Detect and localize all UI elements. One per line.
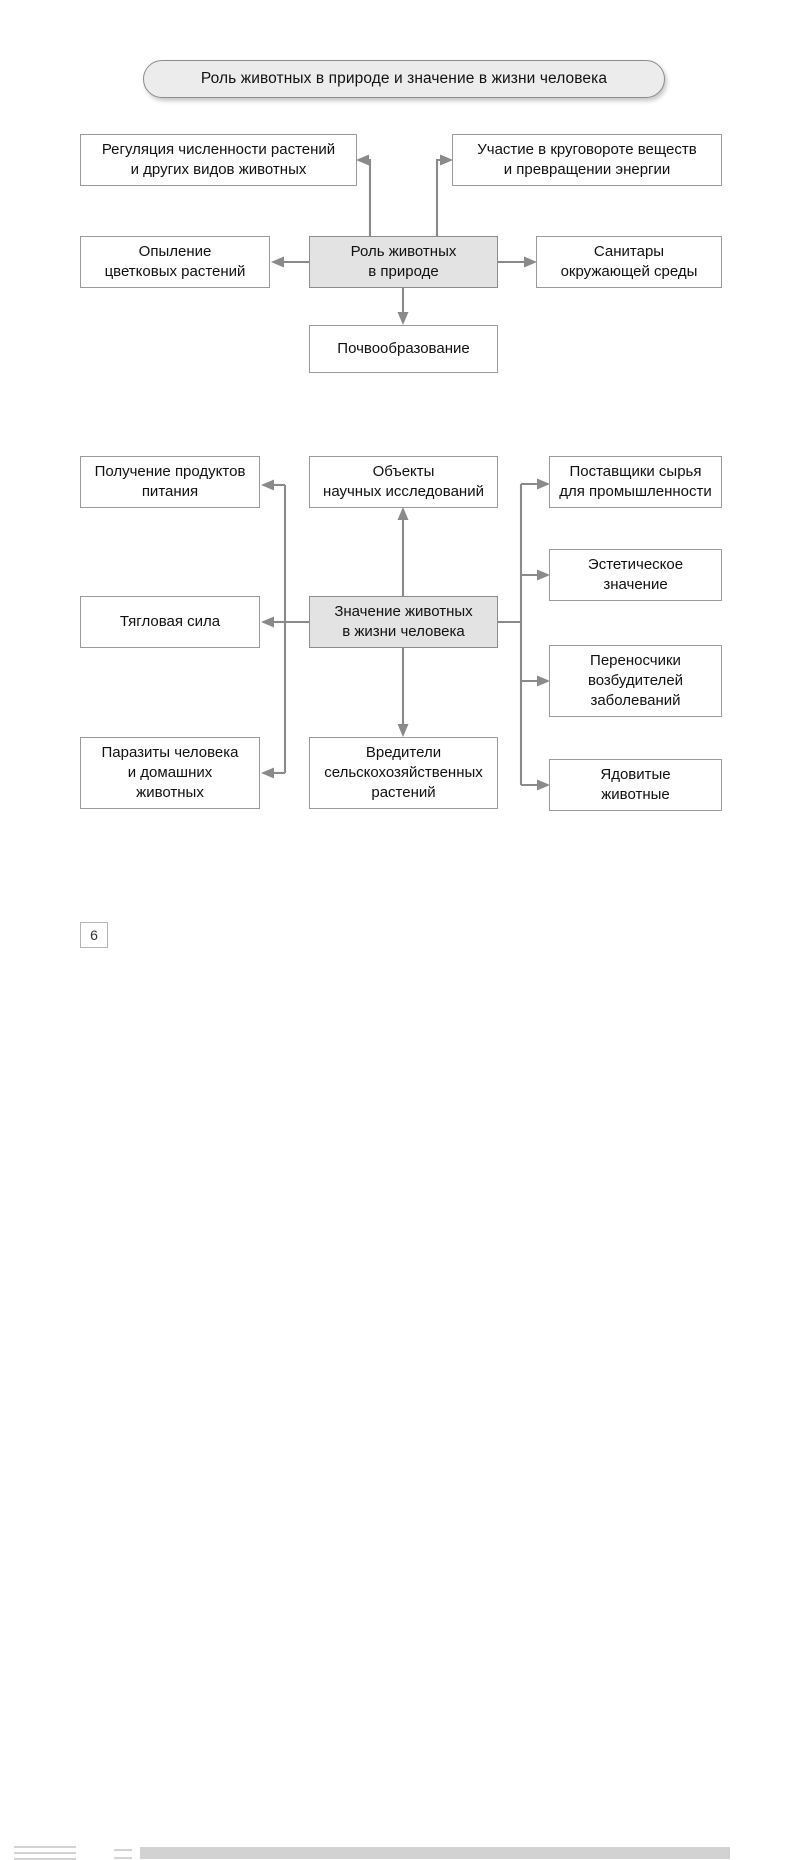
node-sanitation[interactable]: Санитары окружающей среды (536, 236, 722, 288)
node-parasites-line2: и домашних (127, 764, 213, 782)
node-disease-carriers-line3: заболеваний (590, 691, 681, 709)
node-center-role-line2: в природе (368, 263, 439, 280)
node-disease-carriers[interactable]: Переносчики возбудителей заболеваний (549, 645, 722, 717)
node-draft-power[interactable]: Тягловая сила (80, 596, 260, 648)
node-pollination[interactable]: Опыление цветковых растений (80, 236, 270, 288)
footer-bar (140, 1847, 730, 1859)
node-scientific-research-line2: научных исследований (323, 483, 484, 500)
node-disease-carriers-line2: возбудителей (587, 672, 684, 690)
page-title-text: Роль животных в природе и значение в жиз… (200, 70, 608, 87)
node-parasites-line1: Паразиты человека (101, 744, 239, 762)
node-venomous-animals-line1: Ядовитые (600, 766, 671, 784)
node-regulation-line1: Регуляция численности растений (101, 141, 336, 159)
node-parasites[interactable]: Паразиты человека и домашних животных (80, 737, 260, 809)
page-footer (0, 918, 786, 1860)
node-aesthetic-value-line1: Эстетическое (587, 556, 684, 574)
node-raw-materials[interactable]: Поставщики сырья для промышленности (549, 456, 722, 508)
node-food-production-line1: Получение продуктов (94, 463, 246, 481)
node-pollination-line2: цветковых растений (104, 263, 246, 280)
node-regulation[interactable]: Регуляция численности растений и других … (80, 134, 357, 186)
node-circulation-line2: и превращении энергии (503, 161, 671, 178)
page-number: 6 (80, 922, 108, 948)
node-aesthetic-value[interactable]: Эстетическое значение (549, 549, 722, 601)
page-number-text: 6 (90, 927, 98, 943)
node-soil-formation-line1: Почвообразование (337, 340, 470, 358)
node-crop-pests-line2: сельскохозяйственных (324, 764, 483, 782)
node-venomous-animals[interactable]: Ядовитые животные (549, 759, 722, 811)
page-title: Роль животных в природе и значение в жиз… (143, 60, 665, 98)
footer-tick-1 (114, 1849, 132, 1851)
node-parasites-line3: животных (136, 783, 204, 801)
node-regulation-line2: и других видов животных (130, 161, 307, 178)
node-raw-materials-line2: для промышленности (559, 483, 712, 500)
node-sanitation-line2: окружающей среды (560, 263, 698, 280)
node-circulation[interactable]: Участие в круговороте веществ и превраще… (452, 134, 722, 186)
node-disease-carriers-line1: Переносчики (590, 652, 681, 670)
footer-rule-3 (14, 1858, 76, 1860)
node-draft-power-line1: Тягловая сила (119, 613, 221, 631)
footer-tick-2 (114, 1857, 132, 1859)
footer-rule-1 (14, 1846, 76, 1848)
node-food-production-line2: питания (141, 483, 199, 500)
node-raw-materials-line1: Поставщики сырья (569, 463, 702, 481)
node-center-value-line1: Значение животных (334, 603, 473, 621)
node-soil-formation[interactable]: Почвообразование (309, 325, 498, 373)
node-crop-pests[interactable]: Вредители сельскохозяйственных растений (309, 737, 498, 809)
node-scientific-research-line1: Объекты (372, 463, 435, 481)
footer-rule-2 (14, 1852, 76, 1854)
node-crop-pests-line3: растений (371, 783, 436, 801)
node-center-role-line1: Роль животных (350, 243, 457, 261)
diagram-page: Роль животных в природе и значение в жиз… (0, 60, 786, 1860)
node-center-value-line2: в жизни человека (342, 623, 465, 640)
node-pollination-line1: Опыление (138, 243, 212, 261)
node-center-value-for-humans[interactable]: Значение животных в жизни человека (309, 596, 498, 648)
node-food-production[interactable]: Получение продуктов питания (80, 456, 260, 508)
node-venomous-animals-line2: животные (601, 786, 670, 803)
node-center-role-in-nature[interactable]: Роль животных в природе (309, 236, 498, 288)
node-aesthetic-value-line2: значение (603, 576, 668, 593)
node-sanitation-line1: Санитары (593, 243, 665, 261)
node-circulation-line1: Участие в круговороте веществ (477, 141, 697, 159)
node-crop-pests-line1: Вредители (365, 744, 442, 762)
node-scientific-research[interactable]: Объекты научных исследований (309, 456, 498, 508)
